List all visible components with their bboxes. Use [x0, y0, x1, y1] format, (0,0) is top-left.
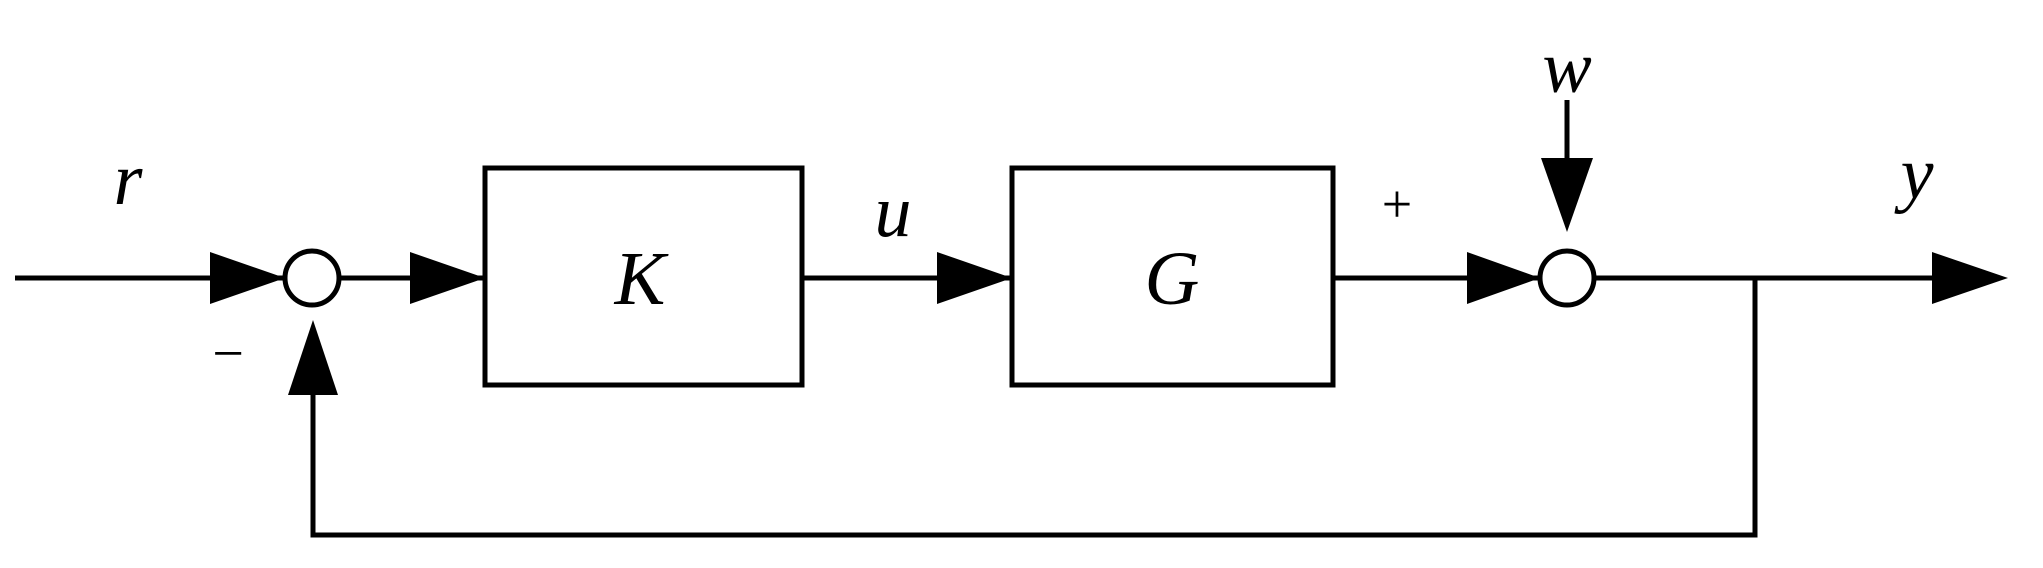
error-arrowhead	[410, 252, 485, 304]
disturbance-arrowhead	[1541, 158, 1593, 232]
feedback-arrowhead	[288, 320, 338, 395]
plant-sign-label: +	[1382, 174, 1412, 234]
disturbance-summing-junction	[1537, 248, 1597, 308]
control-signal-label: u	[875, 171, 912, 253]
plant-block	[1009, 165, 1336, 388]
reference-signal-label: r	[114, 139, 144, 221]
control-signal-arrowhead	[937, 252, 1012, 304]
feedback-sign-label: −	[212, 323, 244, 385]
error-summing-junction	[282, 248, 342, 308]
output-arrowhead	[1932, 252, 2008, 304]
disturbance-signal-label: w	[1542, 27, 1591, 109]
controller-label: K	[614, 237, 669, 321]
feedback-path	[310, 278, 1758, 538]
reference-arrowhead	[210, 252, 285, 304]
plant-label: G	[1145, 237, 1200, 321]
output-signal-label: y	[1894, 133, 1934, 215]
controller-block	[482, 165, 805, 388]
plant-output-arrowhead	[1467, 252, 1540, 304]
